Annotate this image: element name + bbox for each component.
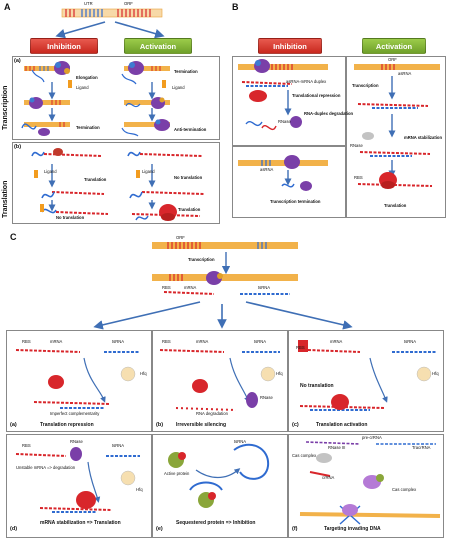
- cell-f-pre-crrna: pre-crRNA: [362, 435, 382, 440]
- panel-b-drawing: [238, 59, 440, 191]
- cell-c-sub: (c): [292, 422, 299, 428]
- panel-c-top-drawing: [93, 242, 353, 330]
- panel-a-top-arrows: [55, 21, 165, 39]
- cell-f-sub: (f): [292, 526, 298, 532]
- a-left-ligand: Ligand: [76, 85, 89, 90]
- b-left-translational-repression: Translational repression: [292, 93, 341, 98]
- a-left-elongation: Elongation: [76, 75, 98, 80]
- b-right-no-translation: No translation: [174, 175, 203, 180]
- panel-b-inhibition-tab: Inhibition: [258, 38, 322, 54]
- a-left-termination: Termination: [76, 125, 100, 130]
- cell-a-sub: (a): [10, 422, 17, 428]
- row-translation-label: Translation: [2, 180, 9, 218]
- c-top-transcription: Transcription: [188, 257, 215, 262]
- panel-b-activation-tab: Activation: [362, 38, 426, 54]
- cell-f-title: Targeting invading DNA: [324, 526, 381, 532]
- panel-a-inhibition-tab: Inhibition: [30, 38, 98, 54]
- cell-a-imperfect: Imperfect complementarity: [50, 411, 100, 416]
- b-left-ligand: Ligand: [44, 169, 57, 174]
- b-left-transcription-termination: Transcription termination: [270, 199, 321, 204]
- panel-b-label: B: [232, 2, 239, 12]
- b-right-rnase: RNase: [350, 143, 363, 148]
- cell-b-title: Irreversible silencing: [176, 422, 227, 428]
- cell-a-hfq: Hfq: [140, 371, 147, 376]
- cell-c-tsrna: tsRNA: [404, 339, 417, 344]
- b-right-asrna: asRNA: [398, 71, 412, 76]
- cell-d-rbs: RBS: [22, 443, 31, 448]
- cell-c-mrna: mRNA: [330, 339, 343, 344]
- utr-label: UTR: [84, 1, 93, 6]
- panel-a-sub-b: (b): [14, 144, 22, 150]
- cell-b-sub: (b): [156, 422, 164, 428]
- panel-a-label: A: [4, 2, 11, 12]
- cell-f-rnase3: RNase III: [328, 445, 346, 450]
- panel-b-left-top-box: [232, 56, 346, 146]
- cell-b-hfq: Hfq: [276, 371, 283, 376]
- b-left-duplex: asRNA-mRNA duplex: [286, 79, 327, 84]
- cell-d-hfq: Hfq: [136, 487, 143, 492]
- cell-c-hfq: Hfq: [432, 371, 439, 376]
- b-left-rnase: RNase: [278, 119, 291, 124]
- cell-c-rbs: RBS: [296, 345, 305, 350]
- panel-a-top-dna: [61, 8, 163, 18]
- cell-d-unstable: Unstable mRNA => degradation: [16, 465, 76, 470]
- cell-b-rna-degradation: RNA degradation: [196, 411, 228, 416]
- cell-f-cas-complex-1: Cas complex: [292, 453, 317, 458]
- b-right-transcription: Transcription: [352, 83, 379, 88]
- b-left-translation: Translation: [84, 177, 107, 182]
- a-right-termination: Termination: [174, 69, 198, 74]
- row-transcription-label: Transcription: [2, 85, 9, 130]
- b-right-mrna-stabilization: mRNA stabilization: [404, 135, 443, 140]
- cell-a-rbs: RBS: [22, 339, 31, 344]
- panel-c-label: C: [10, 232, 17, 242]
- b-right-translation: Translation: [178, 207, 201, 212]
- cell-d-sub: (d): [10, 526, 18, 532]
- panel-a-activation-tab: Activation: [124, 38, 192, 54]
- cell-b-mrna: mRNA: [196, 339, 209, 344]
- panel-a-b-drawing: [31, 148, 205, 221]
- cell-f-cas-complex-2: Cas complex: [392, 487, 417, 492]
- cell-d-rnase: RNase: [70, 439, 83, 444]
- panel-a-a-drawing: [21, 61, 170, 137]
- c-top-orf: ORF: [176, 235, 185, 240]
- orf-label: ORF: [124, 1, 133, 6]
- cell-f-tracrrna: TracrRNA: [412, 445, 431, 450]
- cell-d-tsrna: tsRNA: [112, 443, 125, 448]
- cell-c-no-translation: No translation: [300, 383, 334, 389]
- cell-e-title: Sequestered protein => Inhibition: [176, 520, 256, 526]
- cell-e-sub: (e): [156, 526, 163, 532]
- cell-e-active-protein: Active protein: [164, 471, 190, 476]
- cell-f-crrna: crRNA: [322, 475, 335, 480]
- cell-b-rbs: RBS: [162, 339, 171, 344]
- cell-c-title: Translation activation: [316, 422, 368, 428]
- b-left-no-translation: No translation: [56, 215, 85, 220]
- cell-a-mrna: mRNA: [50, 339, 63, 344]
- b-right-rbs: RBS: [354, 175, 363, 180]
- cell-e-tsrna: tsRNA: [234, 439, 247, 444]
- a-right-ligand: Ligand: [172, 85, 185, 90]
- b-left-asrna: asRNA: [260, 167, 274, 172]
- a-right-antitermination: Anti-termination: [174, 127, 207, 132]
- cell-a-title: Translation repression: [40, 422, 94, 428]
- cell-b-tsrna: tsRNA: [254, 339, 267, 344]
- b-left-duplex-degradation: RNA-duplex degradation: [304, 111, 354, 116]
- c-top-rbs: RBS: [162, 285, 171, 290]
- cell-a-tsrna: tsRNA: [112, 339, 125, 344]
- cell-b-rnase: RNase: [260, 395, 273, 400]
- panel-a-sub-a: (a): [14, 58, 21, 64]
- panel-c-cells-drawing: [15, 340, 441, 525]
- b-right-translation: Translation: [384, 203, 407, 208]
- cell-d-title: mRNA stabilization => Translation: [40, 520, 121, 526]
- cell-c: [288, 330, 444, 432]
- c-top-tsrna: tsRNA: [258, 285, 271, 290]
- b-right-orf: ORF: [388, 57, 397, 62]
- cell-b: [152, 330, 288, 432]
- b-right-ligand: Ligand: [142, 169, 155, 174]
- c-top-mrna: mRNA: [184, 285, 197, 290]
